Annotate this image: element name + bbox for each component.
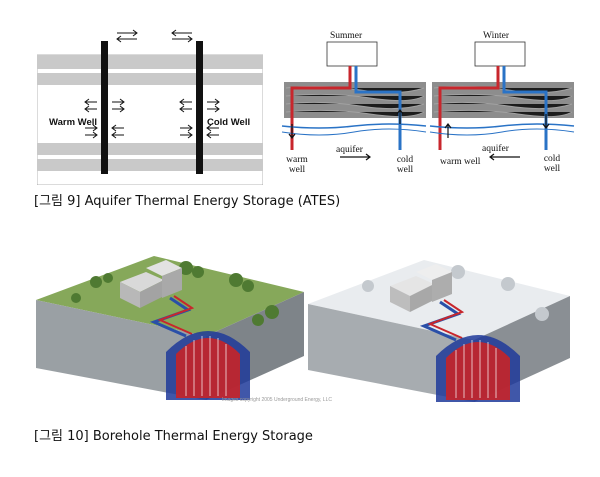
summer-cold-well: cold well	[396, 155, 414, 175]
btes-winter-illustration	[308, 254, 570, 420]
ates-left-diagram	[36, 25, 264, 186]
summer-title: Summer	[330, 31, 363, 41]
figure9-caption: [그림 9] Aquifer Thermal Energy Storage (A…	[34, 194, 341, 209]
winter-aquifer: aquifer	[482, 144, 509, 154]
btes-summer-illustration	[36, 250, 304, 420]
summer-warm-well: warm well	[286, 155, 308, 175]
summer-aquifer: aquifer	[336, 145, 363, 155]
figure10-caption: [그림 10] Borehole Thermal Energy Storage	[34, 429, 313, 444]
winter-title: Winter	[483, 31, 509, 41]
ates-winter-diagram	[428, 30, 578, 180]
winter-cold-well: cold well	[543, 154, 561, 174]
winter-warm-well: warm well	[440, 157, 481, 167]
cold-well-label: Cold Well	[207, 117, 251, 128]
ates-summer-diagram	[280, 30, 428, 180]
warm-well-label: Warm Well	[49, 117, 98, 128]
copyright-text: Images copyright 2005 Underground Energy…	[222, 397, 332, 403]
